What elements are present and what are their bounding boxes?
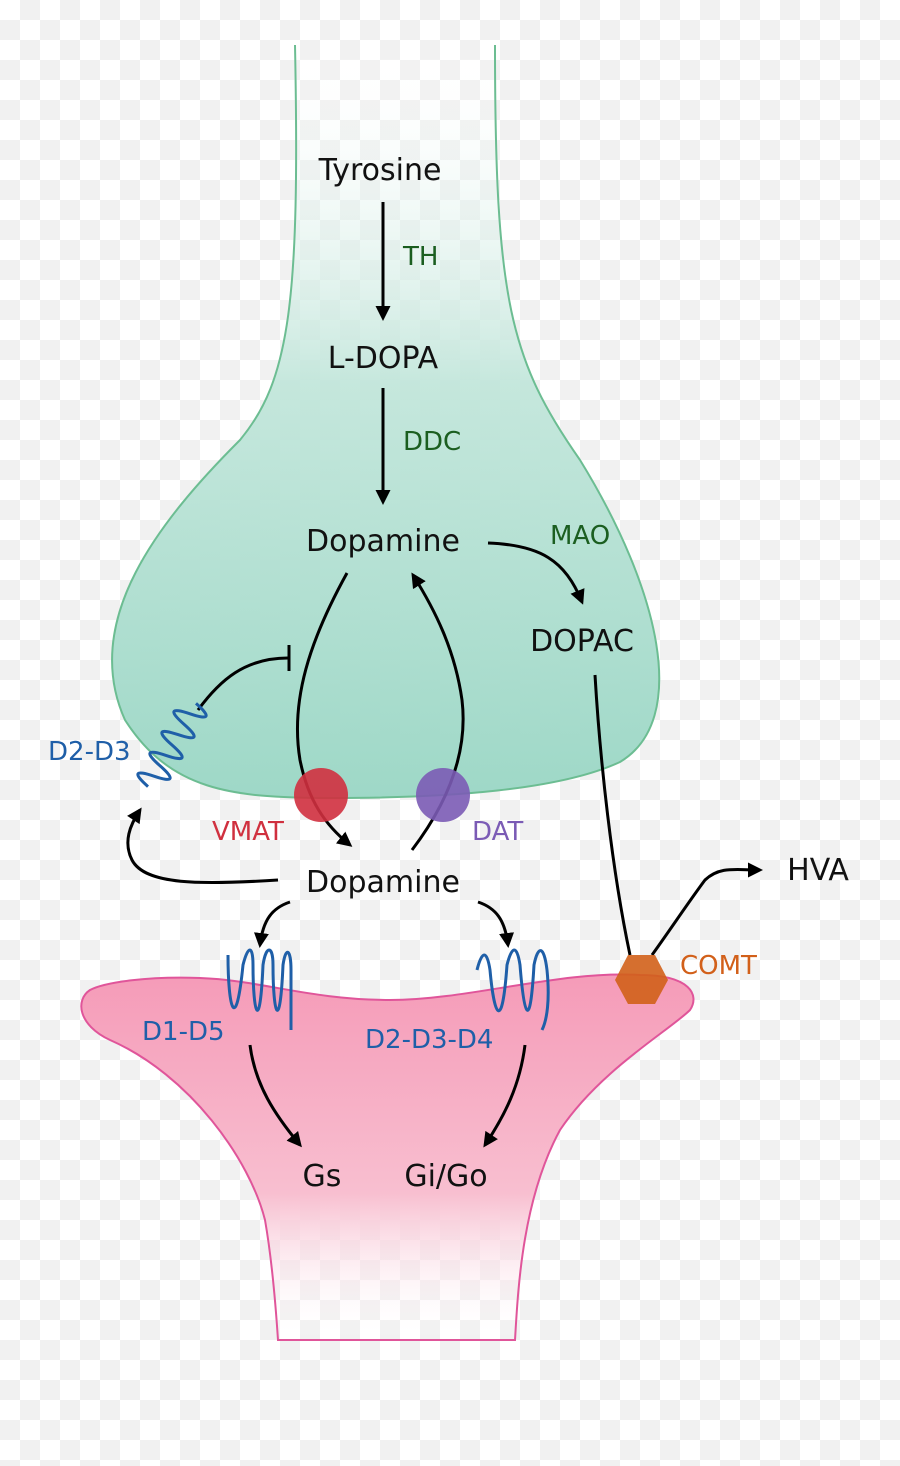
mao-label: MAO	[550, 521, 610, 551]
comt-label: COMT	[680, 951, 757, 981]
d2-receptor-coil	[475, 948, 550, 1031]
autoreceptor-label: D2-D3	[48, 737, 131, 767]
d1-family-label: D1-D5	[142, 1017, 225, 1047]
arrow-dopamine-to-dopac	[487, 541, 585, 605]
ddc-label: DDC	[403, 427, 461, 457]
dat-label: DAT	[472, 817, 523, 847]
autoreceptor-inhibition-line	[196, 656, 289, 711]
dopamine-presynaptic-label: Dopamine	[306, 524, 460, 559]
dopamine-cleft-label: Dopamine	[306, 865, 460, 900]
postsynaptic-terminal	[80, 973, 695, 1341]
arrow-d1-to-gs	[248, 1044, 302, 1148]
dopac-label: DOPAC	[530, 624, 634, 659]
d2-family-label: D2-D3-D4	[365, 1025, 493, 1055]
arrow-to-d1-receptor	[253, 900, 291, 948]
arrow-d2-to-gi	[483, 1044, 527, 1148]
dat-transporter	[416, 768, 470, 822]
arrow-cleft-to-autoreceptor	[126, 807, 279, 885]
tyrosine-label: Tyrosine	[318, 153, 442, 188]
gi-go-label: Gi/Go	[404, 1159, 487, 1194]
autoreceptor-coil	[136, 702, 208, 788]
d1-receptor-coil	[226, 948, 293, 1030]
gs-label: Gs	[303, 1159, 342, 1194]
comt-enzyme	[615, 955, 668, 1004]
vmat-label: VMAT	[212, 817, 284, 847]
vmat-transporter	[294, 768, 348, 822]
ldopa-label: L-DOPA	[328, 341, 439, 376]
th-label: TH	[402, 242, 438, 272]
arrow-comt-to-hva	[650, 862, 763, 956]
hva-label: HVA	[787, 853, 849, 888]
arrow-to-d2-receptor	[477, 900, 515, 948]
path-dopac-to-comt	[593, 674, 632, 956]
